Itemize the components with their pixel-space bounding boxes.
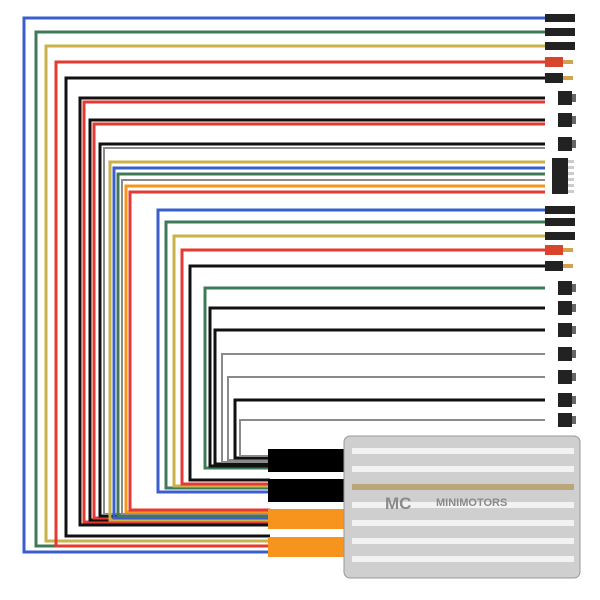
wire-blue <box>22 16 545 554</box>
connector-plug <box>558 347 576 361</box>
wire-black <box>233 398 545 460</box>
fin <box>352 448 574 454</box>
wire-black <box>64 76 545 538</box>
connector-bullet <box>545 28 575 36</box>
wire-yellow <box>172 234 545 488</box>
connector-bullet <box>545 42 575 50</box>
wire-grey <box>121 179 545 515</box>
connector-plug2 <box>558 393 576 407</box>
connector-plug <box>558 323 576 337</box>
fin <box>352 466 574 472</box>
fin <box>352 538 574 544</box>
connector-bullet <box>545 218 575 226</box>
cooling-fins <box>352 448 574 562</box>
connector-plug <box>558 370 576 384</box>
wire-black <box>213 328 545 466</box>
fin <box>352 502 574 508</box>
wire-blue <box>156 208 545 494</box>
connector-bullet <box>545 14 575 22</box>
connector-xt <box>545 245 573 255</box>
fin <box>352 484 574 490</box>
wire-red <box>180 248 545 486</box>
wire-yellow <box>44 44 545 543</box>
wire-green <box>203 286 545 470</box>
fin <box>352 520 574 526</box>
fin <box>352 556 574 562</box>
wire-yellow <box>108 160 545 522</box>
controller-brand: MINIMOTORS <box>436 497 507 509</box>
wire-black <box>78 96 545 527</box>
connector-plug <box>558 301 576 315</box>
phase-lead-black-1 <box>268 449 348 472</box>
connector-plug <box>558 137 576 151</box>
wire-green <box>164 220 545 490</box>
wire-blue <box>112 166 545 520</box>
connector-multi <box>552 158 574 194</box>
wire-black <box>208 306 545 468</box>
connector-plug <box>558 281 576 295</box>
connector-bullet <box>545 206 575 214</box>
phase-lead-orange-2 <box>268 537 348 557</box>
wire-red <box>54 60 545 548</box>
phase-lead-orange-1 <box>268 509 348 529</box>
connector-xt <box>545 73 573 83</box>
wire-green <box>116 172 545 518</box>
connector-xt <box>545 261 573 271</box>
connector-plug2 <box>558 413 576 427</box>
wire-red <box>128 190 545 512</box>
connector-plug <box>558 113 576 127</box>
phase-lead-black-2 <box>268 479 348 502</box>
wire-red <box>82 100 545 524</box>
wire-black <box>188 264 545 482</box>
wire-grey <box>239 419 545 457</box>
connector-plug <box>558 91 576 105</box>
connector-bullet <box>545 232 575 240</box>
wire-orange <box>124 184 545 514</box>
controller-logo: MC <box>385 494 411 513</box>
wire-grey <box>221 353 545 463</box>
connector-xt <box>545 57 573 67</box>
wire-grey <box>227 376 545 461</box>
